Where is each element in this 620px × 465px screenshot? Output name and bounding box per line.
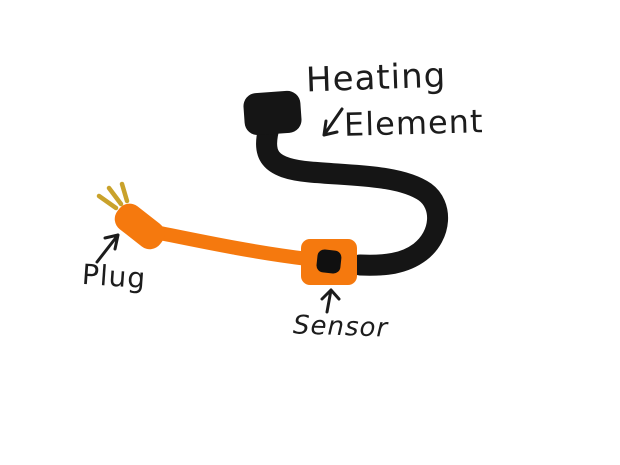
plug-body <box>114 203 165 250</box>
heating-element-label-line2: Element <box>343 102 484 144</box>
heating-element-cap <box>243 90 302 136</box>
plug-prongs-icon <box>96 181 130 211</box>
sensor-dot <box>316 249 342 274</box>
heating-element-arrow-icon <box>322 107 344 137</box>
sensor-arrow-icon <box>320 288 341 314</box>
plug-label: Plug <box>80 257 148 296</box>
sensor-label: Sensor <box>292 310 389 344</box>
heating-element-cable <box>256 113 449 276</box>
plug-arrow-icon <box>95 233 120 264</box>
heating-element-label-line1: Heating <box>305 55 447 101</box>
power-cable <box>143 224 315 266</box>
